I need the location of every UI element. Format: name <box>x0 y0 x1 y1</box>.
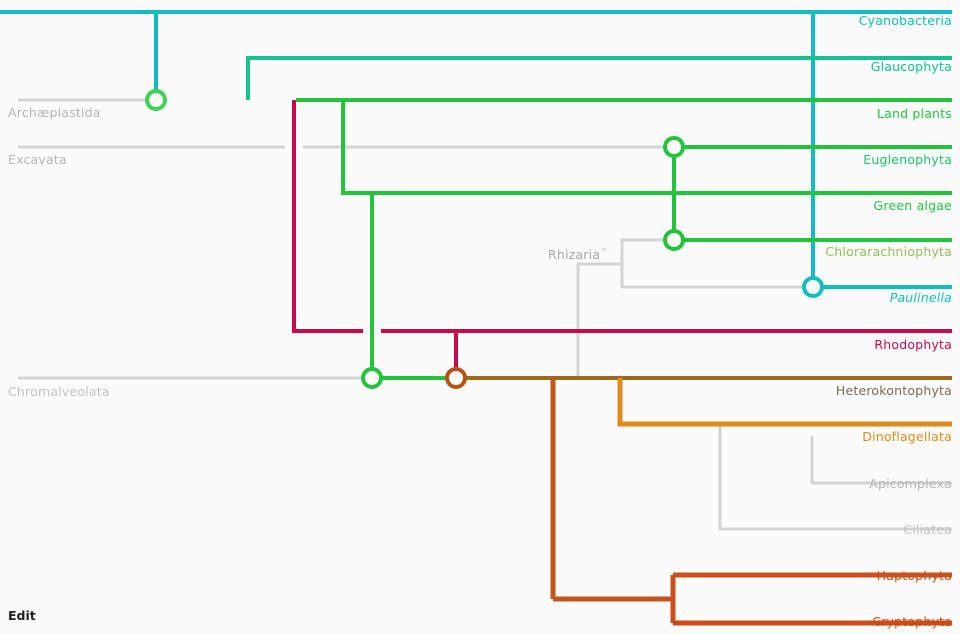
grey-host-lineages <box>18 98 666 380</box>
apicomplexa-branch <box>810 436 952 485</box>
node-chlorarachniophyta-endosymbiosis[interactable] <box>663 229 685 251</box>
rhizaria-stem <box>576 262 622 378</box>
clade-rhodophyta <box>292 100 952 370</box>
clade-green-plastids <box>296 98 952 380</box>
node-paulinella-endosymbiosis[interactable] <box>802 276 824 298</box>
edit-link[interactable]: Edit <box>8 608 36 623</box>
endosymbiosis-nodes <box>145 89 824 389</box>
ciliatea-branch <box>718 425 952 531</box>
node-green-secondary-endosymbiosis[interactable] <box>361 367 383 389</box>
node-euglenophyta-endosymbiosis[interactable] <box>663 136 685 158</box>
green-algae-stem <box>341 100 952 195</box>
clade-cyanobacteria <box>0 10 952 289</box>
rhizaria-bracket <box>620 238 805 289</box>
grey-alveolata-clade <box>718 425 952 531</box>
dinoflagellata-stem <box>617 378 952 427</box>
rhodophyta-stem <box>292 100 363 333</box>
grey-rhizaria-clade <box>576 238 805 378</box>
tip-branch-glaucophyta <box>246 56 952 100</box>
node-red-secondary-endosymbiosis[interactable] <box>445 367 467 389</box>
node-archaeplastida-endosymbiosis[interactable] <box>145 89 167 111</box>
clade-chromalveolata-plastids <box>465 376 952 626</box>
clade-glaucophyta <box>246 56 952 100</box>
